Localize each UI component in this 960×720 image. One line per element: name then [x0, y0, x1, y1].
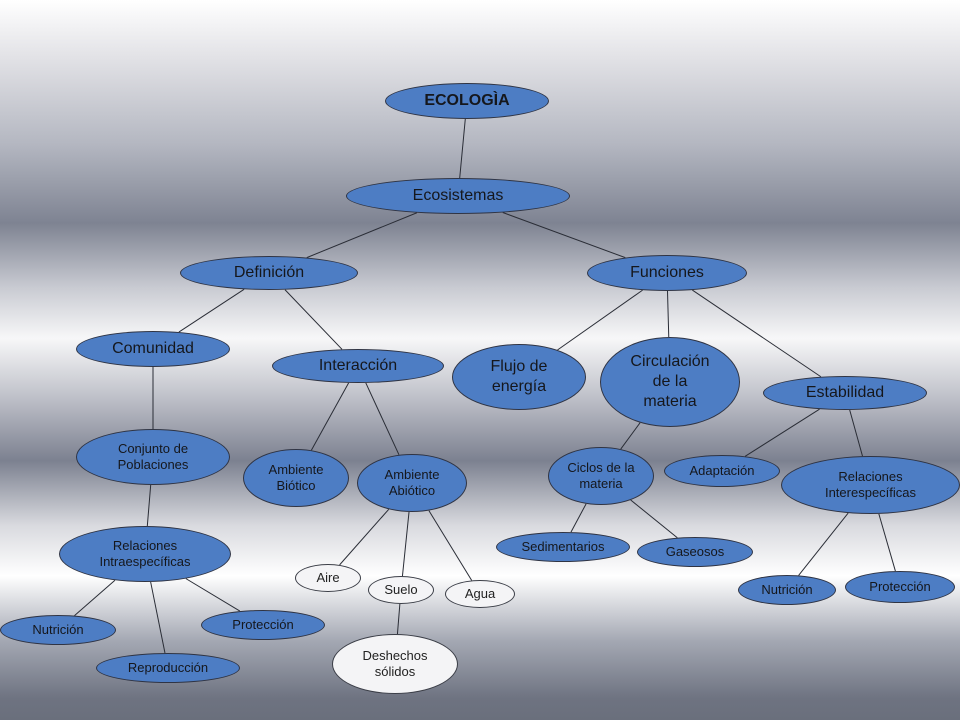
edge-ambiente_abiotico-aire	[339, 508, 390, 566]
edge-conjunto-rel_intra	[146, 484, 152, 527]
edge-ambiente_abiotico-agua	[428, 510, 473, 581]
node-nutricion-intra: Nutrición	[0, 615, 116, 645]
edge-estabilidad-adaptacion	[744, 408, 820, 457]
edge-ecosistemas-funciones	[502, 212, 626, 259]
edge-ambiente_abiotico-suelo	[401, 511, 410, 577]
edge-circulacion-ciclos	[620, 422, 641, 450]
node-agua: Agua	[445, 580, 515, 608]
edge-definicion-comunidad	[178, 288, 245, 333]
node-reproduccion: Reproducción	[96, 653, 240, 683]
node-funciones: Funciones	[587, 255, 747, 291]
node-ambiente-abiotico: Ambiente Abiótico	[357, 454, 467, 512]
node-proteccion-intra: Protección	[201, 610, 325, 640]
edge-definicion-interaccion	[284, 289, 343, 350]
node-gaseosos: Gaseosos	[637, 537, 753, 567]
node-interaccion: Interacción	[272, 349, 444, 383]
node-sedimentarios: Sedimentarios	[496, 532, 630, 562]
edge-rel_inter-nutricion_inter	[798, 512, 849, 576]
node-ecosistemas: Ecosistemas	[346, 178, 570, 214]
node-estabilidad: Estabilidad	[763, 376, 927, 410]
node-circulacion-de-la-materia: Circulación de la materia	[600, 337, 740, 427]
node-conjunto-de-poblaciones: Conjunto de Poblaciones	[76, 429, 230, 485]
node-comunidad: Comunidad	[76, 331, 230, 367]
node-deshechos-solidos: Deshechos sólidos	[332, 634, 458, 694]
edge-ciclos-gaseosos	[630, 499, 678, 539]
node-nutricion-inter: Nutrición	[738, 575, 836, 605]
node-proteccion-inter: Protección	[845, 571, 955, 603]
edge-funciones-flujo	[557, 289, 643, 351]
edge-interaccion-ambiente_abiotico	[365, 382, 400, 456]
node-ciclos-de-la-materia: Ciclos de la materia	[548, 447, 654, 505]
edge-funciones-circulacion	[666, 290, 670, 338]
edge-ecologia-ecosistemas	[459, 118, 466, 179]
node-adaptacion: Adaptación	[664, 455, 780, 487]
edge-interaccion-ambiente_biotico	[310, 382, 350, 451]
node-ambiente-biotico: Ambiente Biótico	[243, 449, 349, 507]
edge-ciclos-sedimentarios	[570, 503, 587, 533]
edge-rel_intra-proteccion_intra	[185, 578, 241, 612]
node-relaciones-intraespecificas: Relaciones Intraespecíficas	[59, 526, 231, 582]
edge-ecosistemas-definicion	[306, 212, 418, 259]
node-suelo: Suelo	[368, 576, 434, 604]
edge-rel_inter-proteccion_inter	[878, 513, 896, 572]
edge-funciones-estabilidad	[692, 289, 822, 378]
node-ecologia: ECOLOGÌA	[385, 83, 549, 119]
edge-suelo-deshechos	[396, 603, 401, 635]
node-aire: Aire	[295, 564, 361, 592]
node-relaciones-interespecificas: Relaciones Interespecíficas	[781, 456, 960, 514]
node-flujo-de-energia: Flujo de energía	[452, 344, 586, 410]
edge-rel_intra-reproduccion	[150, 581, 166, 654]
edge-rel_intra-nutricion_intra	[74, 579, 116, 616]
node-definicion: Definición	[180, 256, 358, 290]
edge-estabilidad-rel_inter	[849, 409, 863, 457]
